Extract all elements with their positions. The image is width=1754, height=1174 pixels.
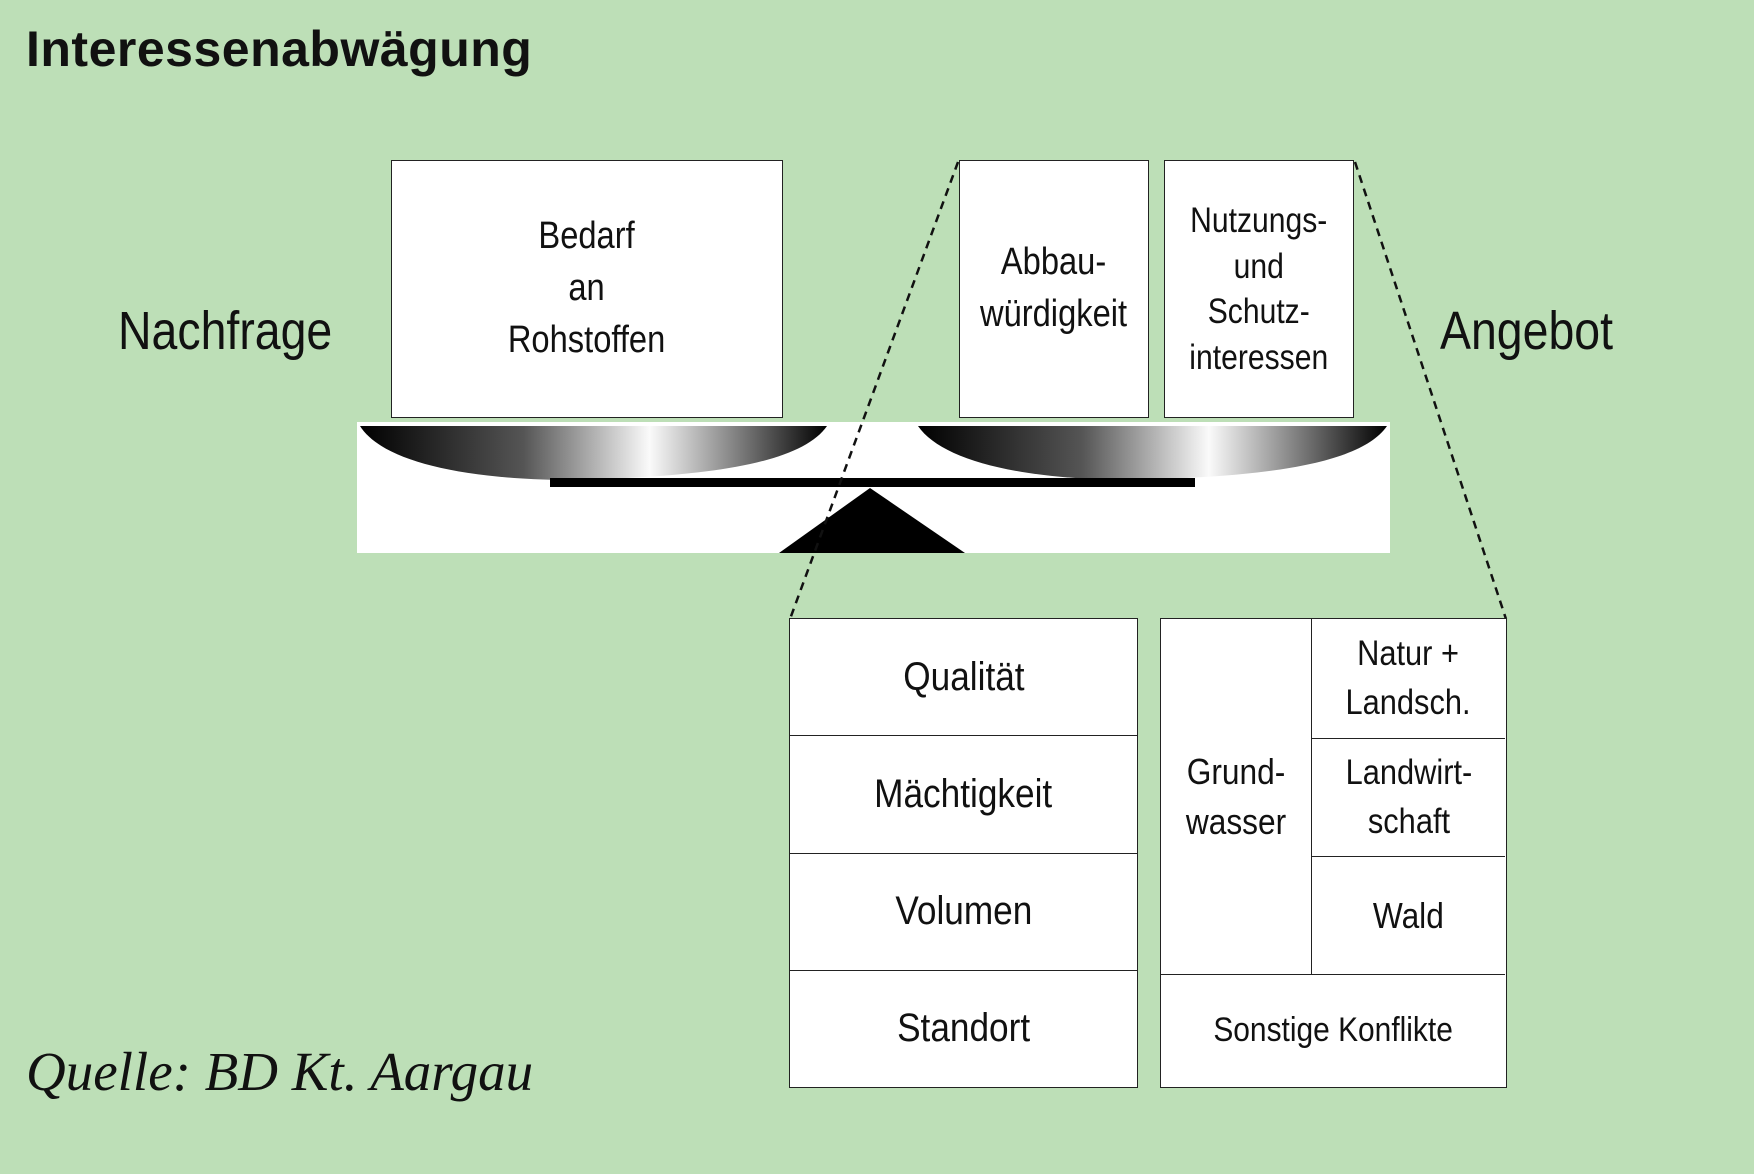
factor-other-conflicts: Sonstige Konflikte [1161, 975, 1505, 1086]
usage-protection-box: Nutzungs- und Schutz- interessen [1164, 160, 1354, 418]
demand-box: Bedarf an Rohstoffen [391, 160, 783, 418]
factor-quality: Qualität [790, 619, 1137, 737]
factor-nature-landscape: Natur + Landsch. [1312, 619, 1505, 739]
demand-box-text: Bedarf an Rohstoffen [508, 215, 666, 361]
mining-worthiness-text: Abbau- würdigkeit [980, 241, 1128, 335]
page-title: Interessenabwägung [26, 21, 533, 77]
mining-factors-table: Qualität Mächtigkeit Volumen Standort [789, 618, 1138, 1088]
left-pan [360, 426, 827, 480]
factor-volume: Volumen [790, 853, 1137, 971]
factor-thickness: Mächtigkeit [790, 736, 1137, 854]
demand-label: Nachfrage [118, 301, 333, 361]
factor-location: Standort [790, 970, 1137, 1087]
detail-connector-lines [788, 161, 1508, 620]
source-caption: Quelle: BD Kt. Aargau [26, 1041, 534, 1102]
factor-groundwater: Grund- wasser [1161, 619, 1312, 975]
factor-agriculture: Landwirt- schaft [1312, 739, 1505, 857]
usage-protection-text: Nutzungs- und Schutz- interessen [1189, 201, 1329, 377]
usage-factors-table: Grund- wasser Natur + Landsch. Landwirt-… [1160, 618, 1507, 1088]
connector-right [1353, 161, 1508, 620]
connector-left [788, 161, 960, 620]
mining-worthiness-box: Abbau- würdigkeit [959, 160, 1149, 418]
factor-forest: Wald [1312, 857, 1505, 975]
scale-fulcrum [779, 488, 965, 553]
scale-beam [550, 478, 1195, 487]
right-pan [918, 426, 1387, 480]
supply-label: Angebot [1440, 301, 1614, 361]
